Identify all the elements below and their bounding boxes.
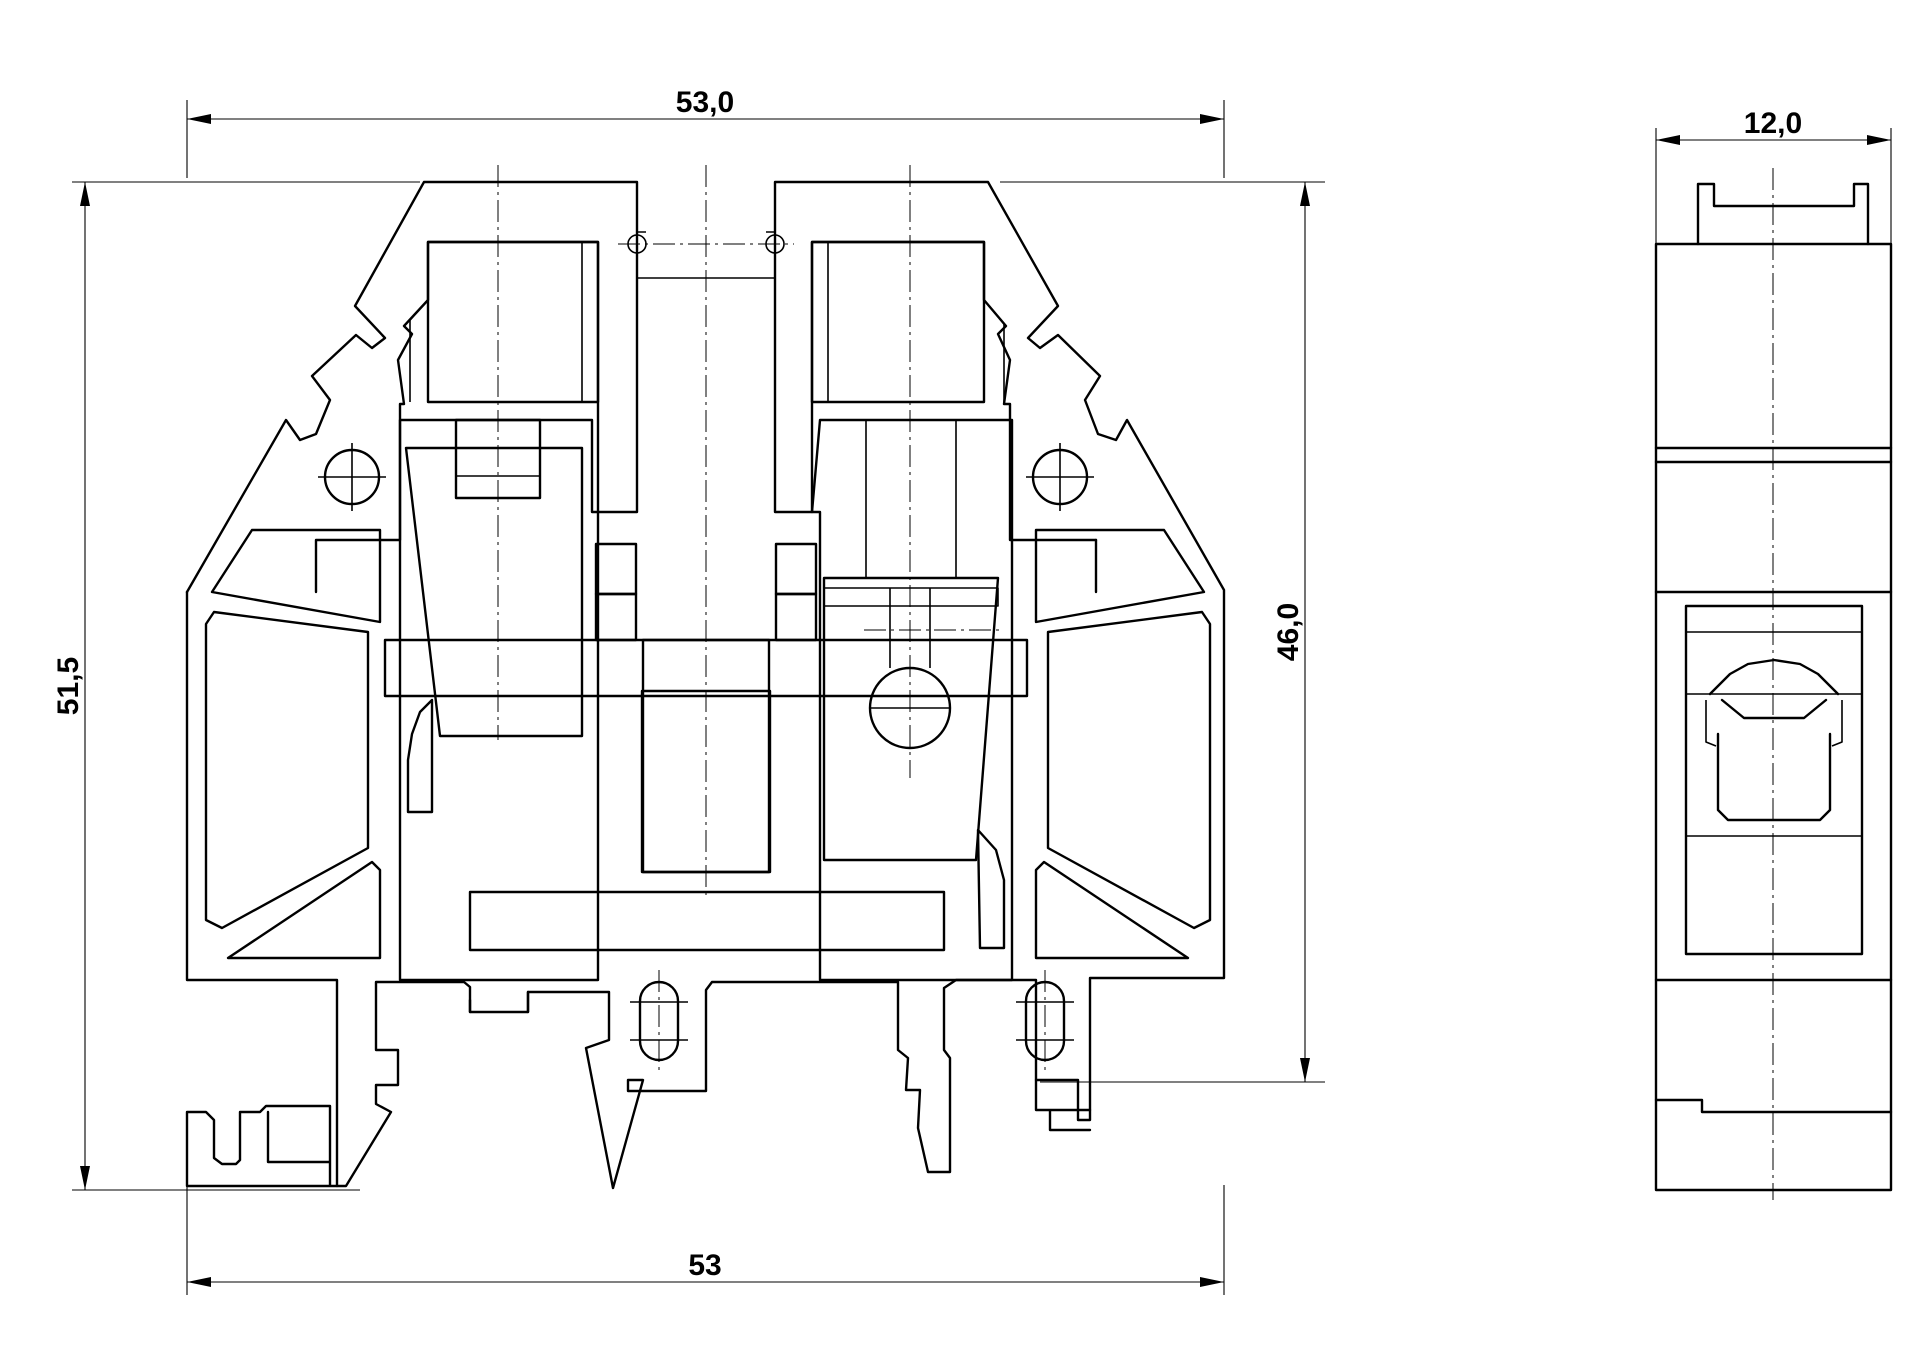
left-cable-entry-inner [409, 242, 583, 402]
left-busbar-stop-top [594, 542, 638, 596]
right-clamp-top-bar [823, 587, 999, 607]
right-hole-cross [1026, 443, 1094, 511]
front-view [185, 165, 1226, 1190]
left-side-window [204, 610, 370, 930]
side-clamp-window [1684, 604, 1864, 956]
dimension-label-side-width: 12,0 [1744, 107, 1802, 140]
dimension-label-front-height-to-rail: 46,0 [1272, 603, 1305, 661]
dimension-label-front-total-height: 51,5 [52, 657, 85, 715]
right-screw-shaft [865, 419, 957, 579]
left-clamp-spring [406, 698, 434, 814]
right-cable-entry-inner [827, 242, 1005, 402]
left-upper-window [210, 528, 382, 624]
left-clamp-body [404, 446, 584, 738]
left-busbar-stop-bottom [594, 592, 638, 642]
side-view [1654, 168, 1893, 1200]
side-top-tabs [1696, 182, 1870, 246]
left-lower-window [226, 860, 382, 960]
side-clamp-yoke [1708, 658, 1840, 822]
right-lower-window [1034, 860, 1190, 960]
left-hole-cross [318, 443, 386, 511]
dimension-side-width: 12,0 [1655, 107, 1892, 244]
right-upper-window [1034, 528, 1206, 624]
dimension-front-width-bottom: 53 [186, 1185, 1225, 1295]
right-clamp-spring [976, 828, 1006, 950]
housing-outline-left [185, 180, 1098, 594]
right-busbar-stop-top [774, 542, 818, 596]
right-cable-entry [810, 240, 986, 404]
right-clamp-body [822, 576, 1000, 862]
marker-strip [468, 890, 946, 952]
left-clamp-chamber [398, 418, 600, 982]
left-foot [185, 1104, 339, 1188]
dimension-front-total-height: 51,5 [52, 181, 420, 1191]
right-foot [1034, 1078, 1092, 1132]
dimension-front-width-top: 53,0 [186, 86, 1225, 178]
dimension-front-height-to-rail: 46,0 [1000, 181, 1325, 1083]
right-side-window [1046, 610, 1212, 930]
right-busbar-stop-bottom [774, 592, 818, 642]
side-bottom-notch [1654, 1098, 1893, 1114]
left-cable-entry [426, 240, 600, 404]
right-clamp-chamber [810, 418, 1014, 982]
dimension-label-front-width-top: 53,0 [676, 86, 734, 119]
side-clamp-arms [1705, 700, 1843, 747]
housing-outline [185, 180, 1226, 1190]
center-clip [468, 990, 530, 1014]
dimension-label-front-width-bottom: 53 [688, 1249, 721, 1282]
